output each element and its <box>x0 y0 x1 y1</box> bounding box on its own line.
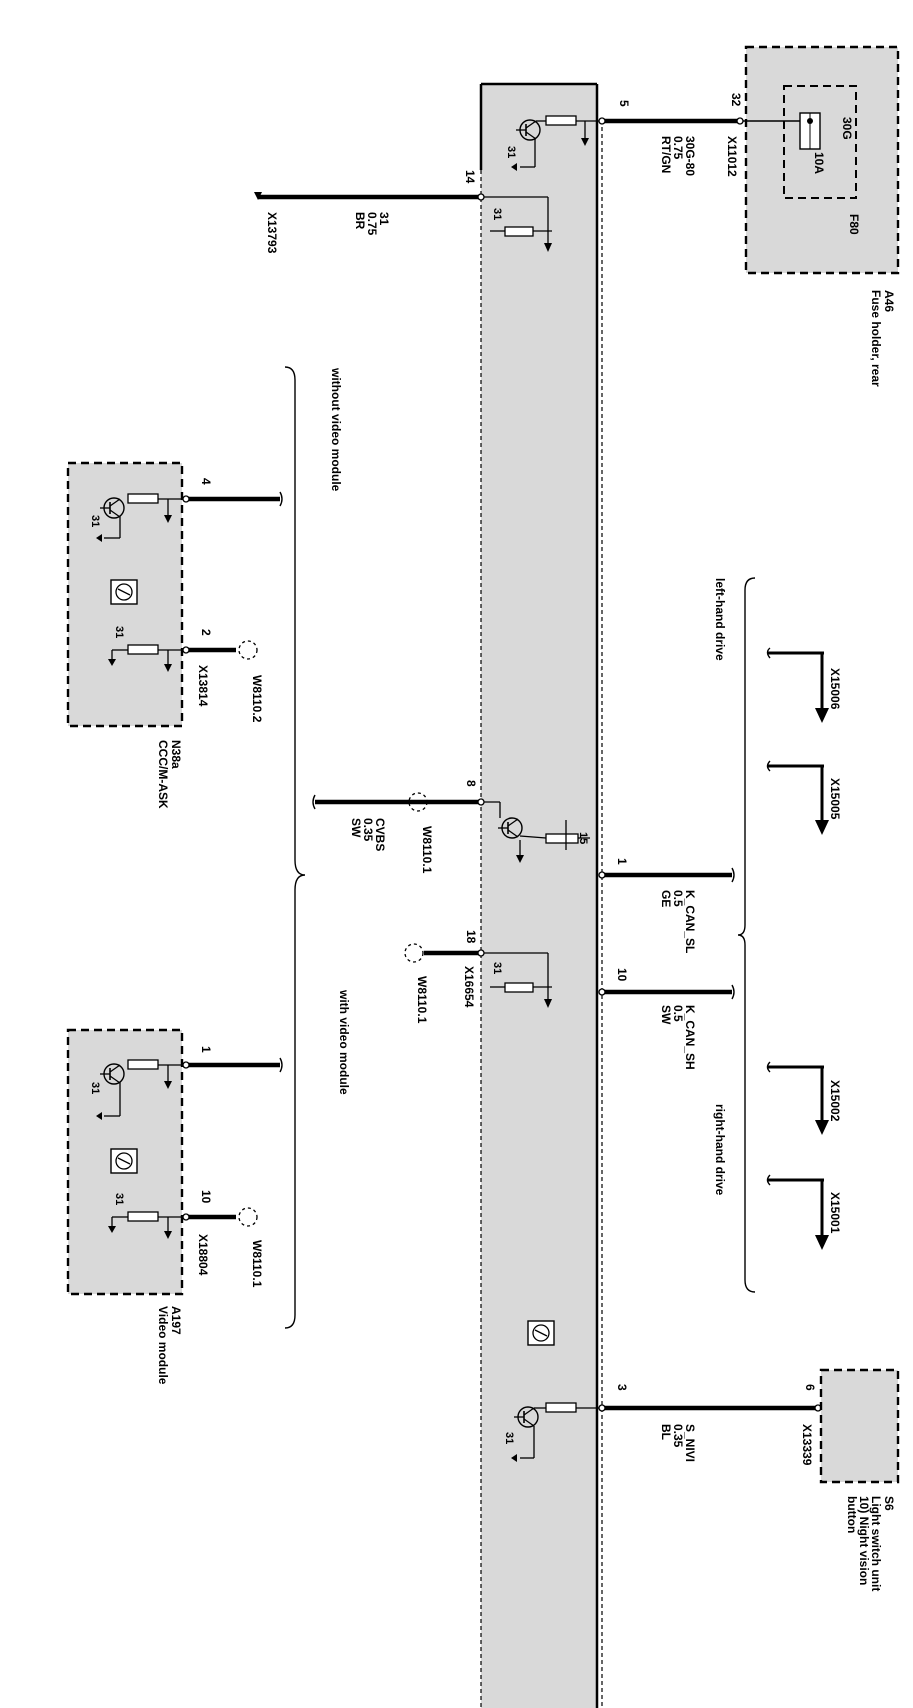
ground-label: 31 <box>505 146 517 158</box>
ground-x15005 <box>766 760 829 835</box>
ground-label: 31 <box>113 626 125 638</box>
wire-name: 31 <box>377 212 391 226</box>
light-switch-name-3: button <box>845 1496 859 1533</box>
connector-x13339: X13339 <box>800 1424 814 1466</box>
splice-w8110-1: W8110.1 <box>415 976 429 1024</box>
bracket-drive-side <box>737 577 756 1293</box>
left-hand-drive-label: left-hand drive <box>713 578 727 661</box>
video-module-designator: A197 <box>169 1306 183 1335</box>
right-hand-drive-label: right-hand drive <box>713 1104 727 1196</box>
wire-ground-31 <box>254 192 485 201</box>
wire-gauge: 0.75 <box>365 212 379 236</box>
ground-x15001 <box>766 1174 829 1250</box>
control-unit <box>479 82 603 1708</box>
ccc-name: CCC/M-ASK <box>156 740 170 809</box>
ground-label: 31 <box>89 1082 101 1094</box>
bracket-video-variants <box>284 366 306 1329</box>
wire-name: S_NIVI <box>683 1424 697 1462</box>
fuse-rating: 10A <box>812 152 826 174</box>
video-pin-10: 10 <box>199 1190 213 1204</box>
pin-18: 18 <box>464 930 478 944</box>
wire-color: SW <box>659 1005 673 1025</box>
wire-name: 30G-80 <box>683 136 697 176</box>
pin-14: 14 <box>463 170 477 184</box>
video-pin10-wire <box>182 1207 258 1227</box>
without-video-label: without video module <box>329 367 343 492</box>
connector-x15005: X15005 <box>828 778 842 820</box>
wire-k-can-sh <box>598 984 735 1000</box>
ccc-pin-2: 2 <box>199 629 213 636</box>
ccc-pin-4: 4 <box>199 478 213 485</box>
video-module-unit: 31 31 <box>66 1028 188 1296</box>
pin-10: 10 <box>615 968 629 982</box>
pin-32: 32 <box>729 93 743 107</box>
fuse-holder-a46: 30G 10A F80 <box>744 45 900 275</box>
splice-w8110-1: W8110.1 <box>250 1240 264 1288</box>
light-switch-name-1: Light switch unit <box>869 1496 883 1591</box>
internal-circuit-pin5: 31 <box>505 115 602 171</box>
wire-color: BL <box>659 1424 673 1440</box>
pin-3: 3 <box>615 1384 629 1391</box>
connector-x15001: X15001 <box>828 1192 842 1234</box>
wire-color: RT/GN <box>659 136 673 173</box>
wire-name: K_CAN_SL <box>683 890 697 953</box>
wire-k-can-sl <box>598 867 735 883</box>
ccc-m-ask-unit: 31 31 <box>66 461 188 728</box>
wire-name: K_CAN_SH <box>683 1005 697 1070</box>
wire-gauge: 0.35 <box>671 1424 685 1448</box>
ground-label: 31 <box>491 962 503 974</box>
ground-label: 31 <box>89 515 101 527</box>
wire-gauge: 0.35 <box>361 818 375 842</box>
pin-6: 6 <box>803 1384 817 1391</box>
ccc-pin4-wire <box>182 491 283 507</box>
ccc-pin2-wire <box>182 640 258 660</box>
wire-s-nivi <box>598 1404 822 1412</box>
internal-circuit-pin3: 31 <box>503 1402 602 1462</box>
wire-color: GE <box>659 890 673 907</box>
wire-color: BR <box>353 212 367 230</box>
fuse-holder-designator: A46 <box>882 290 896 312</box>
fuse-label: 30G <box>840 117 854 140</box>
pin-5: 5 <box>617 100 631 107</box>
pin-8: 8 <box>464 780 478 787</box>
wire-cvbs <box>312 792 485 812</box>
wire-name: CVBS <box>373 818 387 851</box>
connector-x11012: X11012 <box>725 136 739 177</box>
wire-30g-80 <box>598 117 813 125</box>
internal-circuit-pin18: 31 <box>481 952 552 1008</box>
ground-label: 31 <box>503 1432 515 1444</box>
connector-x15002: X15002 <box>828 1080 842 1122</box>
wire-pin18 <box>404 943 485 963</box>
pin-1: 1 <box>615 858 629 865</box>
light-switch-s6 <box>819 1368 900 1484</box>
light-switch-name-2: 10) Night vision <box>857 1496 871 1585</box>
video-pin-1: 1 <box>199 1046 213 1053</box>
splice-w8110-2: W8110.2 <box>250 675 264 723</box>
splice-w8110-1: W8110.1 <box>420 826 434 874</box>
wire-gauge: 0.5 <box>671 1005 685 1022</box>
wire-gauge: 0.5 <box>671 890 685 907</box>
internal-circuit-pin14: 31 <box>481 196 552 252</box>
video-pin1-wire <box>182 1057 283 1073</box>
can-bus-icon <box>527 1320 555 1346</box>
ground-x15002 <box>766 1061 829 1135</box>
wire-color: SW <box>349 818 363 838</box>
wire-gauge: 0.75 <box>671 136 685 160</box>
connector-x15006: X15006 <box>828 668 842 710</box>
video-module-name: Video module <box>156 1306 170 1385</box>
connector-x13793: X13793 <box>265 212 279 254</box>
supply-label: 15 <box>577 832 589 844</box>
connector-x13814: X13814 <box>196 665 210 707</box>
connector-x18804: X18804 <box>196 1234 210 1276</box>
light-switch-designator: S6 <box>882 1496 896 1511</box>
ground-x15006 <box>766 647 829 723</box>
ground-label: 31 <box>113 1193 125 1205</box>
ccc-designator: N38a <box>169 740 183 769</box>
connector-x16654: X16654 <box>462 966 476 1008</box>
with-video-label: with video module <box>337 989 351 1095</box>
ground-label: 31 <box>491 208 503 220</box>
fuse-holder-name: Fuse holder, rear <box>869 290 883 387</box>
fuse-id: F80 <box>847 214 861 235</box>
